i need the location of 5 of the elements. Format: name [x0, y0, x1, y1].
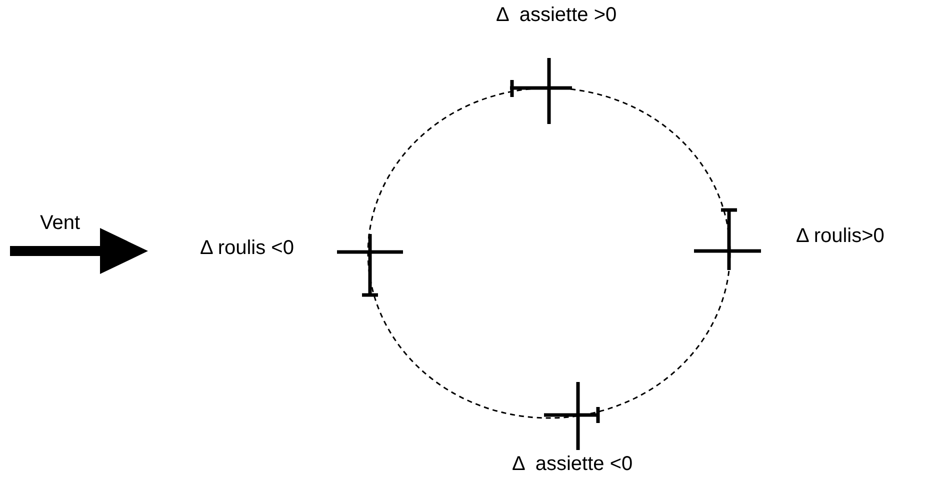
wind-label: Vent [40, 212, 80, 235]
attitude-label: Δ roulis>0 [796, 225, 884, 248]
attitude-label: Δ roulis <0 [200, 237, 294, 260]
attitude-label: Δ assiette <0 [512, 453, 633, 476]
attitude-label: Δ assiette >0 [496, 4, 617, 27]
